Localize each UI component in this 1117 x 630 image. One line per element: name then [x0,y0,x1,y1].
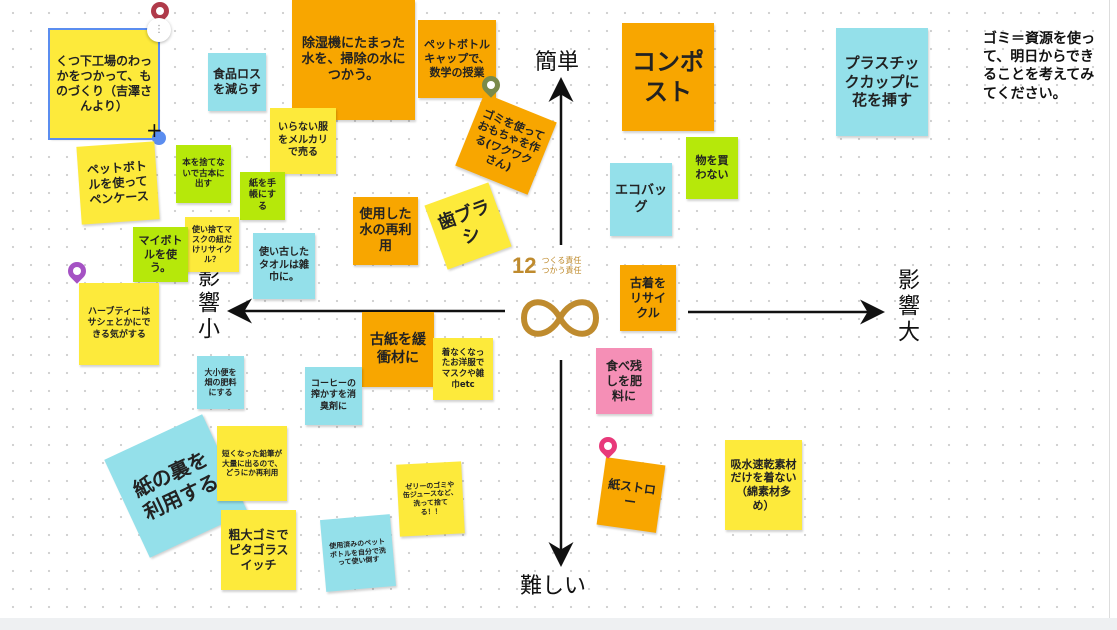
instruction-text: ゴミ＝資源を使って、明日からできることを考えてみてください。 [983,31,1095,102]
sticky-note[interactable]: 古着をリサイクル [620,265,676,331]
sticky-note[interactable]: 古紙を緩衝材に [362,312,434,387]
sticky-note[interactable]: 紙ストロー [596,457,666,533]
sticky-note[interactable]: 物を買わない [686,137,738,199]
sticky-note[interactable]: エコバッグ [610,163,672,236]
axes [227,77,885,567]
axis-label-hard: 難しい [520,574,587,599]
sticky-note[interactable]: ペットボトルキャップで、数学の授業 [418,20,496,98]
sticky-note[interactable]: 食品ロスを減らす [208,53,266,111]
sticky-note[interactable]: いらない服をメルカリで売る [270,108,336,174]
sticky-note[interactable]: コンポスト [622,23,714,131]
whiteboard-canvas[interactable]: 簡単 難しい 影響小 影響大 12 つくる責任 つかう責任 ゴミ＝資源を使って、… [0,0,1110,618]
axis-label-small-impact: 影響小 [194,265,219,343]
sticky-note[interactable]: くつ下工場のわっかをつかって、ものづくり（吉澤さんより） [48,28,160,140]
axis-label-easy: 簡単 [535,50,580,75]
sticky-note[interactable]: 本を捨てないで古本に出す [176,145,231,203]
sticky-note[interactable]: ゼリーのゴミや缶ジュースなど、洗って捨てる！！ [396,461,465,537]
sdg-12-logo: 12 つくる責任 つかう責任 [512,253,581,279]
sticky-note[interactable]: 大小便を畑の肥料にする [197,356,244,409]
sticky-note[interactable]: 着なくなったお洋服でマスクや雑巾etc [433,338,493,400]
axis-label-large-impact: 影響大 [894,268,919,346]
sdg-line1: つくる責任 [541,255,582,265]
sticky-note[interactable]: 使用した水の再利用 [353,197,418,265]
sdg-number: 12 [512,253,537,278]
sticky-note[interactable]: 短くなった鉛筆が大量に出るので、どうにか再利用 [217,426,287,501]
infinity-icon [520,299,600,337]
sdg-line2: つかう責任 [541,266,582,275]
cursor-crosshair-icon: + [146,118,163,142]
sticky-note[interactable]: 使用済みのペットボトルを自分で洗って使い倒す [319,514,397,592]
sticky-note[interactable]: ハーブティーはサシェとかにできる気がする [79,283,159,365]
sticky-note[interactable]: 食べ残しを肥料に [596,348,652,414]
sticky-note[interactable]: ペットボトルを使ってペンケース [76,141,160,225]
sticky-note[interactable]: マイボトルを使う。 [133,227,188,282]
more-options-button[interactable]: ⋮ [147,18,171,42]
selection-handle[interactable] [152,131,166,145]
sticky-note[interactable]: 吸水速乾素材だけを着ない（綿素材多め） [725,440,802,530]
sticky-note[interactable]: 紙を手帳にする [240,172,285,220]
sticky-note[interactable]: 除湿機にたまった水を、掃除の水につかう。 [292,0,415,120]
sticky-note[interactable]: プラスチックカップに花を挿す [836,28,928,136]
sticky-note[interactable]: 使い古したタオルは雑巾に。 [253,233,315,299]
sticky-note[interactable]: 粗大ゴミでピタゴラスイッチ [221,510,296,590]
sticky-note[interactable]: 使い捨てマスクの紐だけリサイクル？ [185,217,239,272]
sticky-note[interactable]: コーヒーの搾かすを消臭剤に [305,367,362,425]
bottom-bar [0,618,1117,630]
